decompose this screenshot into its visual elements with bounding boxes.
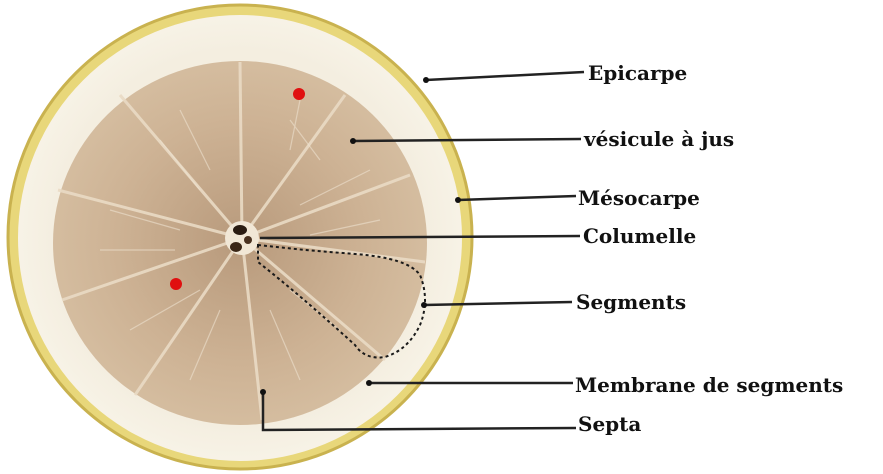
label-epicarpe: Epicarpe bbox=[588, 61, 687, 85]
red-marker bbox=[170, 278, 182, 290]
label-membrane-de-segments: Membrane de segments bbox=[575, 373, 843, 397]
label-vesicule-a-jus: vésicule à jus bbox=[584, 127, 734, 151]
label-septa: Septa bbox=[578, 412, 641, 436]
label-columelle: Columelle bbox=[583, 224, 696, 248]
label-segments: Segments bbox=[576, 290, 686, 314]
red-marker bbox=[293, 88, 305, 100]
seed bbox=[230, 242, 242, 252]
seed bbox=[233, 225, 247, 235]
seed bbox=[244, 236, 252, 244]
label-mesocarpe: Mésocarpe bbox=[578, 186, 700, 210]
